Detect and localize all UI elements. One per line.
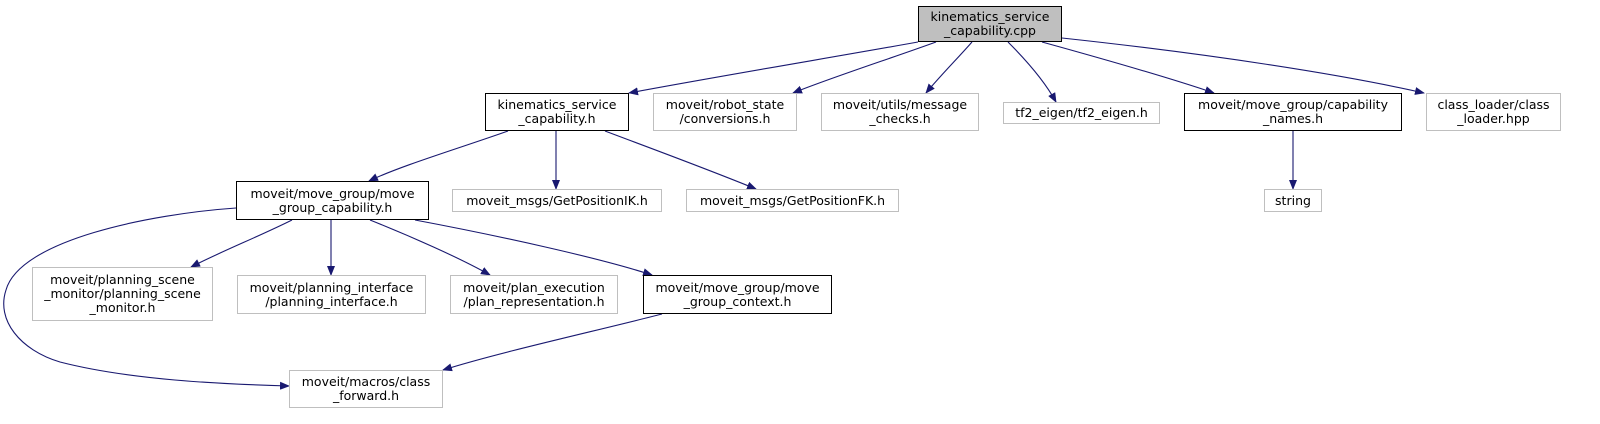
node-label-line: class_loader/class [1437, 97, 1550, 112]
node-label-line: string [1275, 192, 1311, 208]
node-label-line: /planning_interface.h [265, 293, 398, 309]
node-label-line: moveit_msgs/GetPositionFK.h [699, 192, 886, 208]
node-tf2: tf2_eigen/tf2_eigen.h [1003, 102, 1160, 124]
node-label-line: /conversions.h [679, 111, 771, 126]
node-label-line: _monitor/planning_scene [44, 286, 201, 301]
node-label-line: kinematics_service [497, 97, 617, 112]
node-kin-h[interactable]: kinematics_service_capability.h [485, 93, 629, 131]
node-robot-state: moveit/robot_state/conversions.h [653, 93, 797, 131]
node-label-line: _forward.h [332, 388, 400, 403]
node-label-line: tf2_eigen/tf2_eigen.h [1015, 105, 1148, 120]
node-label-line: _checks.h [869, 111, 931, 126]
node-mg-ctx[interactable]: moveit/move_group/move_group_context.h [643, 275, 832, 314]
node-label-line: _group_capability.h [272, 199, 393, 215]
node-label-line: _capability.cpp [944, 23, 1036, 38]
node-label-line: _monitor.h [89, 300, 156, 315]
edge-kin_h-to-mg_cap [368, 130, 509, 182]
edge-root-to-kin_h [628, 41, 919, 96]
node-label-line: _group_context.h [683, 293, 792, 309]
edge-root-to-msg_checks [925, 41, 973, 94]
edge-mg_cap-to-macros [3, 207, 290, 390]
node-label-line: moveit/utils/message [832, 97, 968, 112]
node-label-line: /plan_representation.h [463, 293, 605, 309]
edge-mg_ctx-to-macros [442, 313, 663, 372]
edge-root-to-cap_names [1041, 41, 1215, 94]
node-label-line: moveit/robot_state [665, 97, 785, 112]
edge-mg_cap-to-pe [369, 219, 491, 276]
node-fk: moveit_msgs/GetPositionFK.h [686, 189, 899, 212]
node-label-line: _names.h [1262, 111, 1324, 126]
node-ik: moveit_msgs/GetPositionIK.h [452, 189, 662, 212]
edge-mg_cap-to-psm [190, 219, 293, 268]
node-root: kinematics_service_capability.cpp [918, 6, 1062, 42]
node-label-line: moveit/plan_execution [463, 279, 605, 295]
node-label-line: moveit/move_group/capability [1198, 97, 1388, 112]
node-label-line: moveit/move_group/move [655, 279, 820, 295]
node-class-loader: class_loader/class_loader.hpp [1426, 93, 1561, 131]
node-label-line: moveit/planning_scene [50, 272, 195, 287]
node-label-line: moveit/move_group/move [250, 185, 415, 201]
node-pi: moveit/planning_interface/planning_inter… [237, 275, 426, 314]
node-macros: moveit/macros/class_forward.h [289, 370, 443, 408]
node-string: string [1264, 189, 1322, 212]
edge-root-to-robot_state [792, 41, 937, 94]
node-label-line: _loader.hpp [1457, 111, 1530, 126]
node-psm: moveit/planning_scene_monitor/planning_s… [32, 267, 213, 321]
edges-layer [3, 37, 1425, 390]
edge-kin_h-to-fk [604, 130, 757, 190]
edge-root-to-class_loader [1061, 37, 1425, 95]
node-label-line: moveit/macros/class [301, 374, 431, 389]
edge-root-to-tf2 [1007, 41, 1057, 103]
node-label-line: _capability.h [518, 111, 596, 126]
node-msg-checks: moveit/utils/message_checks.h [821, 93, 979, 131]
edge-mg_cap-to-mg_ctx [414, 219, 653, 277]
node-label-line: moveit/planning_interface [249, 279, 414, 295]
node-cap-names[interactable]: moveit/move_group/capability_names.h [1184, 93, 1402, 131]
node-label-line: moveit_msgs/GetPositionIK.h [466, 192, 648, 208]
node-mg-cap[interactable]: moveit/move_group/move_group_capability.… [236, 181, 429, 220]
node-label-line: kinematics_service [930, 9, 1050, 24]
node-pe: moveit/plan_execution/plan_representatio… [450, 275, 618, 314]
